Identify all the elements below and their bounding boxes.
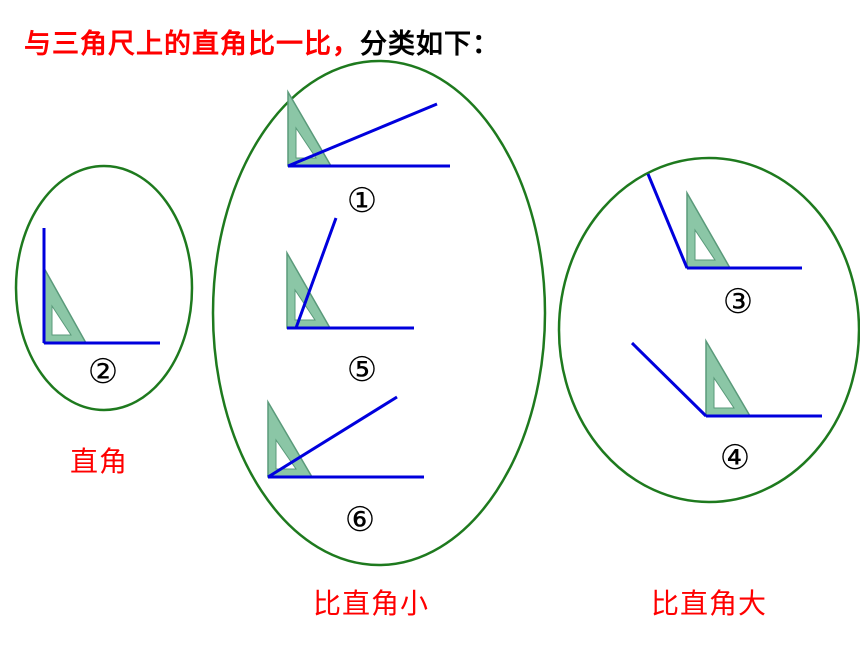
angle-ray (646, 173, 689, 269)
angle-ray (294, 217, 338, 329)
instruction-title: 与三角尺上的直角比一比，分类如下： (24, 22, 500, 61)
angle-4 (630, 338, 822, 418)
ellipse-acute-group (211, 59, 547, 567)
ellipse-obtuse-group (557, 156, 860, 504)
angle-ray (630, 341, 708, 418)
ellipse-right-angle-group (14, 164, 194, 412)
instruction-title-black: 分类如下： (360, 29, 500, 60)
category-label-acute: 比直角小 (313, 587, 430, 620)
angle-label-3: ③ (723, 282, 753, 322)
angle-3 (646, 173, 802, 270)
angle-label-5: ⑤ (347, 350, 377, 390)
angle-label-4: ④ (720, 438, 750, 478)
category-label-obtuse: 比直角大 (651, 587, 768, 620)
angle-label-2: ② (88, 352, 118, 392)
angle-1 (287, 89, 450, 168)
angle-5 (286, 217, 414, 330)
category-label-right-angle: 直角 (70, 445, 129, 478)
angle-6 (267, 395, 424, 479)
angle-label-6: ⑥ (345, 500, 375, 540)
angle-label-1: ① (347, 181, 377, 221)
instruction-title-red: 与三角尺上的直角比一比， (24, 29, 360, 60)
angle-ray (267, 395, 398, 479)
angle-ray (287, 102, 438, 168)
angle-2 (42, 228, 160, 345)
